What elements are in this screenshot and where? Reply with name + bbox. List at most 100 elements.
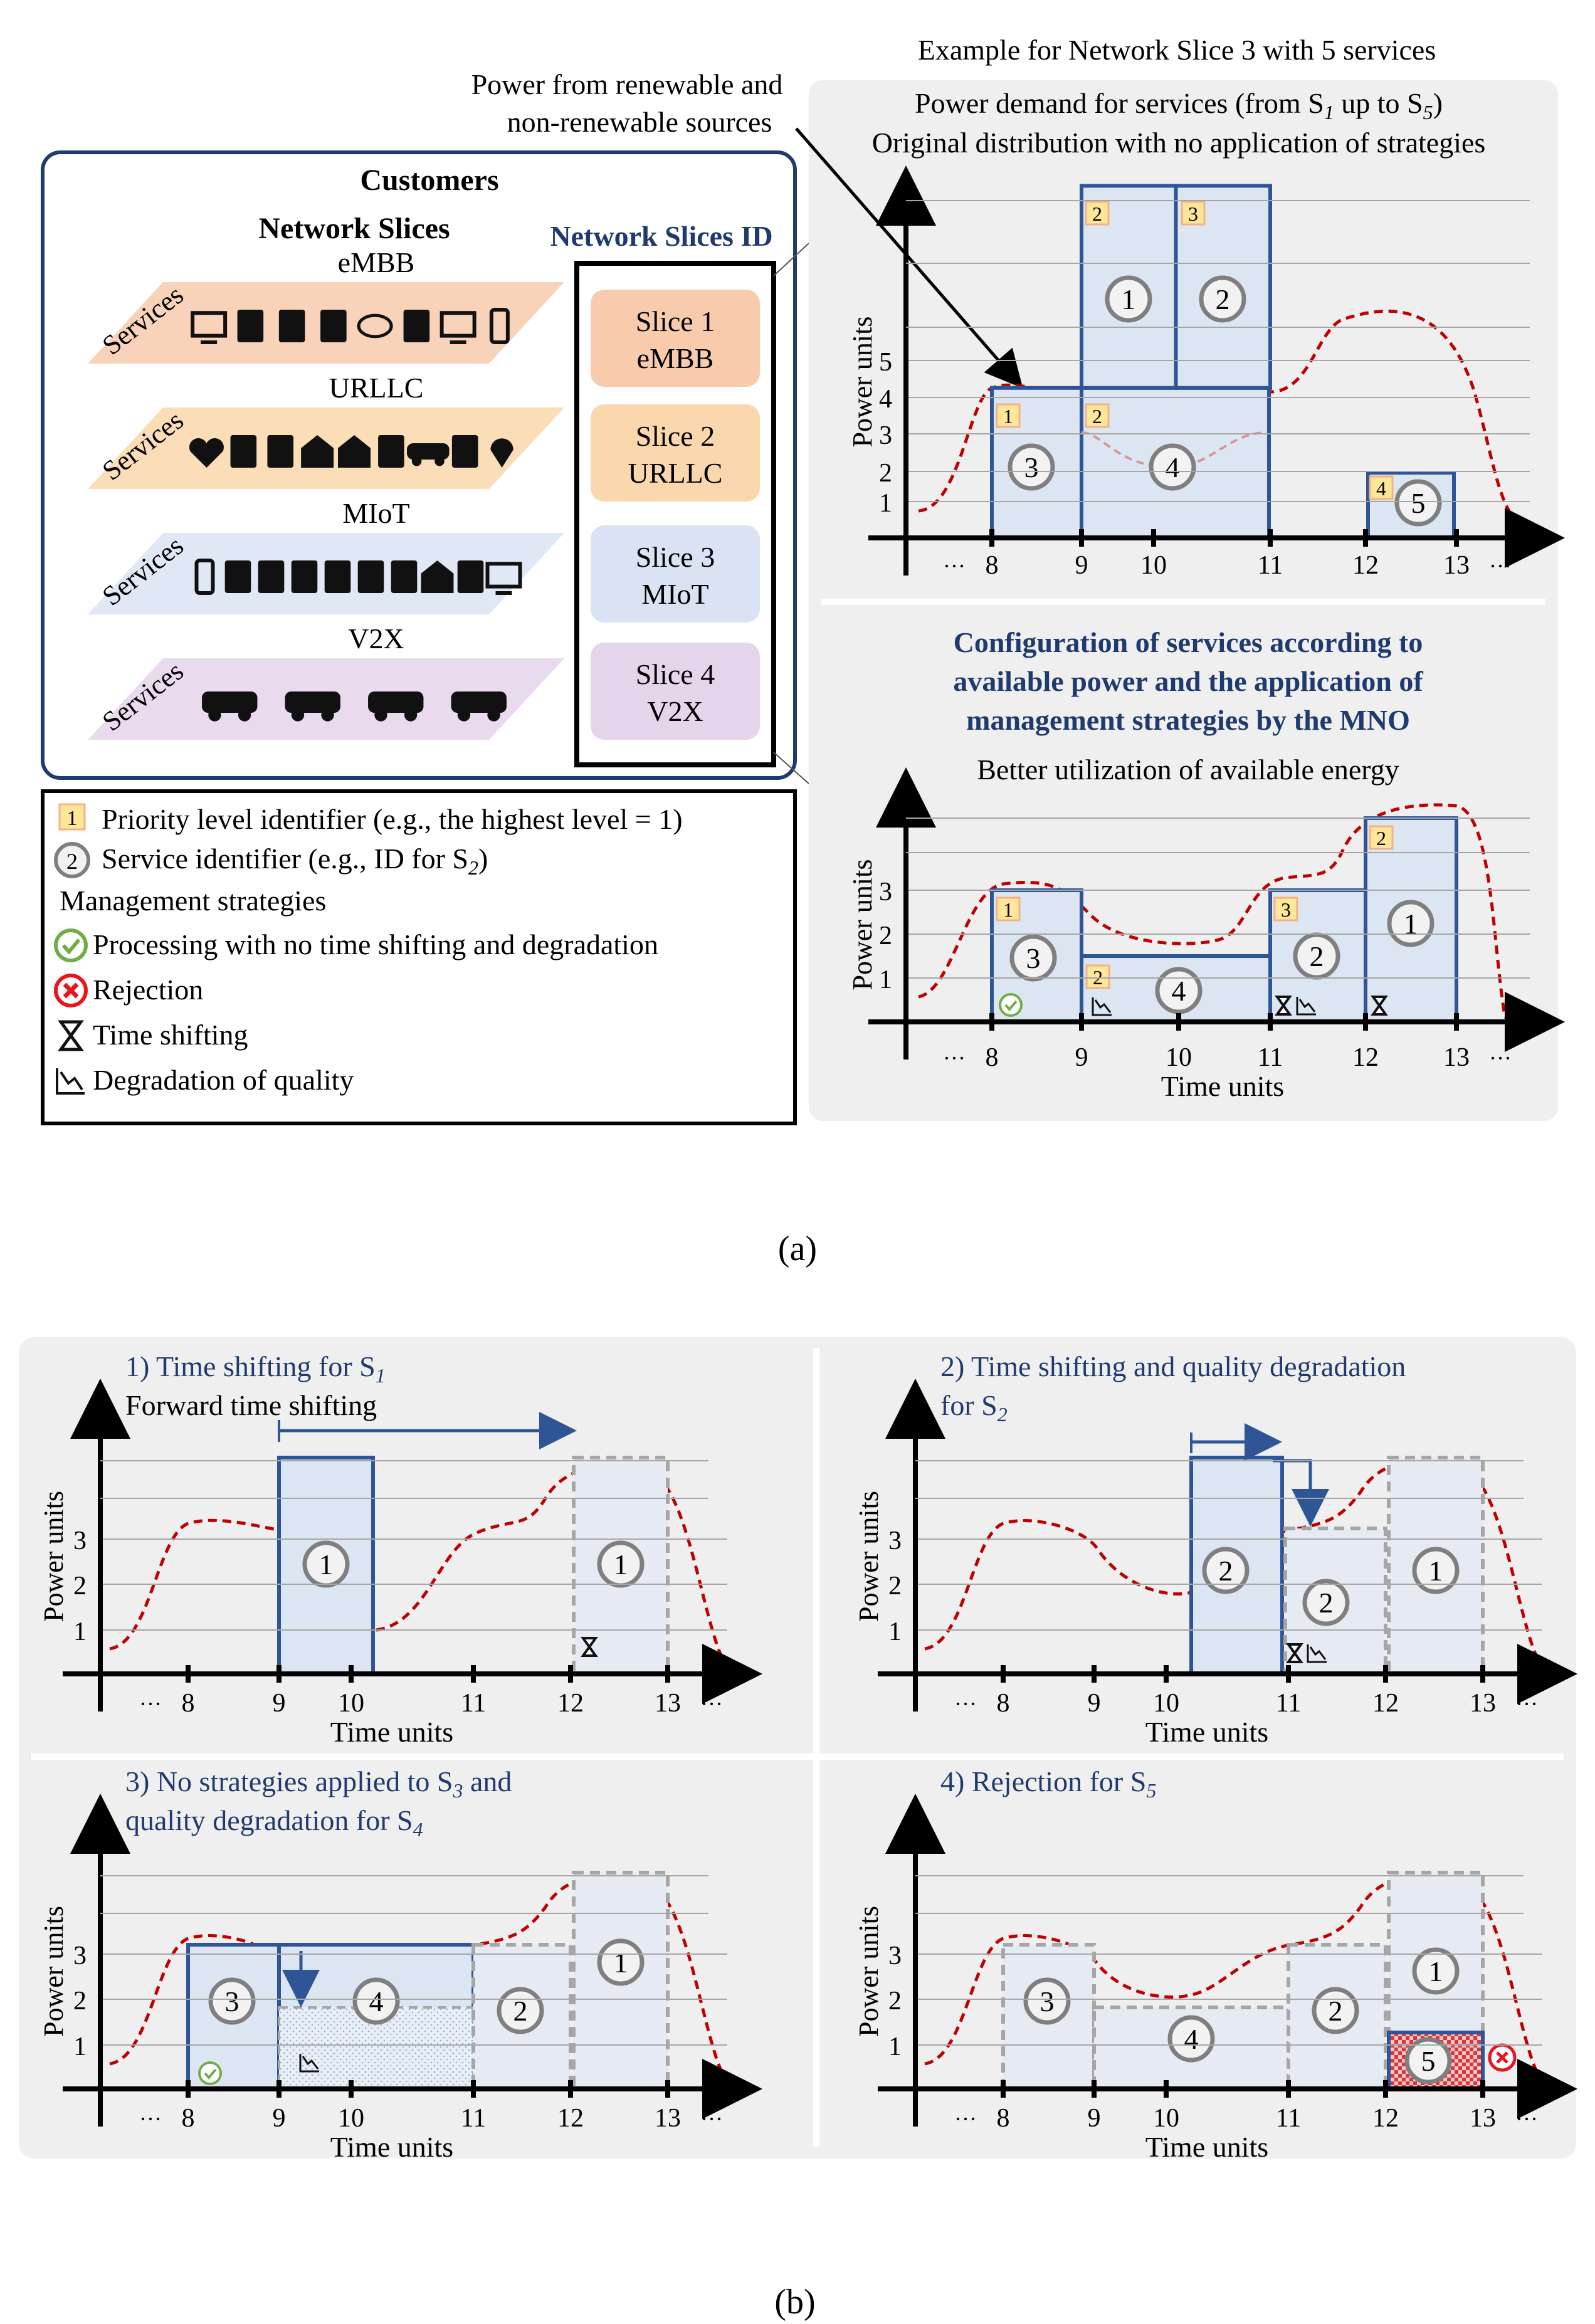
service-badge-circle (1167, 2015, 1215, 2063)
slice-id-box-embb (591, 290, 760, 387)
x-dots-right: ··· (1489, 1046, 1512, 1071)
check-circle (54, 928, 88, 962)
heart-icon (189, 438, 224, 468)
priority-badge-text: 1 (1003, 405, 1013, 428)
monitor-icon-shape (440, 311, 476, 338)
service-badge-text: 1 (614, 1548, 628, 1580)
inner-curve (1081, 431, 1267, 469)
degradation-line (60, 1071, 83, 1091)
priority-badge-box (1273, 896, 1298, 922)
car-icon-wheel (434, 456, 445, 466)
chart1-title-line2: Original distribution with no applicatio… (872, 127, 1486, 159)
chart2-plot: 123234211238910111213······Power unitsTi… (847, 767, 1565, 1102)
slice-id-line2: V2X (647, 695, 703, 727)
train-icon (451, 691, 507, 722)
x-dots-left: ··· (943, 1046, 966, 1071)
x-tick-label: 10 (338, 1689, 364, 1718)
car-icon (406, 443, 450, 466)
priority-badge-text: 3 (1188, 202, 1198, 225)
house-icon (421, 560, 454, 593)
service-text-main: Service identifier (e.g., ID for S (102, 843, 468, 875)
service-badge-circle (1149, 443, 1196, 491)
caption-b: (b) (774, 2283, 815, 2321)
x-tick-label: 8 (997, 2104, 1010, 2133)
x-tick-label: 8 (986, 551, 999, 580)
hospital-icon-shape (301, 435, 334, 468)
panel-title-sub: 1 (376, 1364, 386, 1387)
x-dots-left: ··· (954, 1691, 977, 1717)
service-badge-text: 1 (1429, 1955, 1443, 1987)
hourglass-icon (58, 1020, 84, 1051)
location-icon-shape (490, 438, 513, 468)
y-axis-label: Power units (853, 1906, 884, 2037)
taxi-icon-wheel (321, 708, 334, 722)
hourglass-icon (1275, 996, 1292, 1016)
lamp-icon-shape (357, 560, 384, 593)
slice-id-line1: Slice 2 (636, 420, 715, 452)
slice-id-box-v2x (591, 643, 760, 740)
panel-title-main: 4) Rejection for S (940, 1765, 1146, 1797)
y-tick-label: 1 (888, 1617, 902, 1646)
y-tick-label: 2 (888, 1987, 902, 2016)
x-tick-label: 9 (1075, 551, 1088, 580)
service-badge (54, 842, 90, 878)
robot-arm-icon (451, 435, 478, 468)
chart2-title-line1: Configuration of services according to (954, 626, 1423, 658)
c1t1c: up to S (1334, 87, 1423, 119)
network-slices-title: Network Slices (258, 212, 450, 245)
caption-a: (a) (778, 1229, 817, 1268)
y-axis-label: Power units (847, 317, 878, 448)
x-tick-label: 9 (1088, 1689, 1101, 1718)
hourglass-shape (58, 1020, 84, 1051)
degradation-line (1094, 999, 1112, 1013)
x-tick-label: 11 (1258, 1043, 1283, 1072)
panel-title-end: and (463, 1765, 512, 1797)
hourglass-icon (1286, 1643, 1303, 1663)
y-tick-label: 2 (73, 1572, 87, 1601)
traffic-light-icon (291, 560, 318, 593)
y-tick-label: 2 (73, 1987, 87, 2016)
panel-title2-sub: 4 (413, 1818, 423, 1841)
house-icon-shape (421, 560, 454, 593)
degradation-icon (299, 2054, 319, 2073)
customers-title: Customers (360, 164, 498, 197)
x-axis-label: Time units (330, 1716, 453, 1748)
x-dots-right: ··· (1515, 2106, 1538, 2132)
x-axis-label: Time units (1145, 2131, 1268, 2163)
service-badge-text: 4 (369, 1985, 384, 2017)
x-dots-left: ··· (954, 2106, 977, 2132)
x-tick-label: 9 (273, 2104, 286, 2133)
monitor-icon (440, 311, 476, 344)
c1t1e: ) (1433, 87, 1443, 119)
strategies-title: Management strategies (60, 885, 326, 917)
x-tick-label: 8 (182, 1689, 195, 1718)
x-tick-label: 11 (461, 2104, 486, 2133)
degradation-line (1309, 1646, 1327, 1660)
robot-arm-icon-shape (451, 435, 478, 468)
service-badge-text: 1 (1122, 283, 1136, 315)
gamepad-icon-shape (403, 310, 430, 342)
service-text: Service identifier (e.g., ID for S2) (102, 843, 488, 879)
y-tick-label: 3 (879, 878, 892, 907)
slice-name-miot: MIoT (342, 497, 409, 529)
network-slices-id-title: Network Slices ID (550, 220, 772, 252)
legend-item-text: Time shifting (93, 1019, 248, 1051)
chart1-title-line1: Power demand for services (from S1 up to… (915, 87, 1443, 124)
priority-text: Priority level identifier (e.g., the hig… (102, 803, 683, 835)
speaker-icon (224, 560, 251, 593)
x-dots-left: ··· (943, 554, 966, 579)
slice-id-line1: Slice 1 (636, 305, 715, 337)
check-mark (1004, 1000, 1018, 1012)
server-icon (237, 310, 264, 342)
thermometer-icon (267, 435, 294, 468)
degradation-icon (1307, 1644, 1327, 1663)
scooter-icon (368, 691, 424, 722)
person-vr-icon (278, 310, 305, 342)
car-icon (202, 691, 258, 722)
fan-icon-shape (258, 560, 285, 593)
priority-badge-text: 2 (1092, 405, 1102, 428)
car-icon-wheel (208, 708, 221, 722)
priority-badge-text: 4 (1376, 477, 1386, 500)
